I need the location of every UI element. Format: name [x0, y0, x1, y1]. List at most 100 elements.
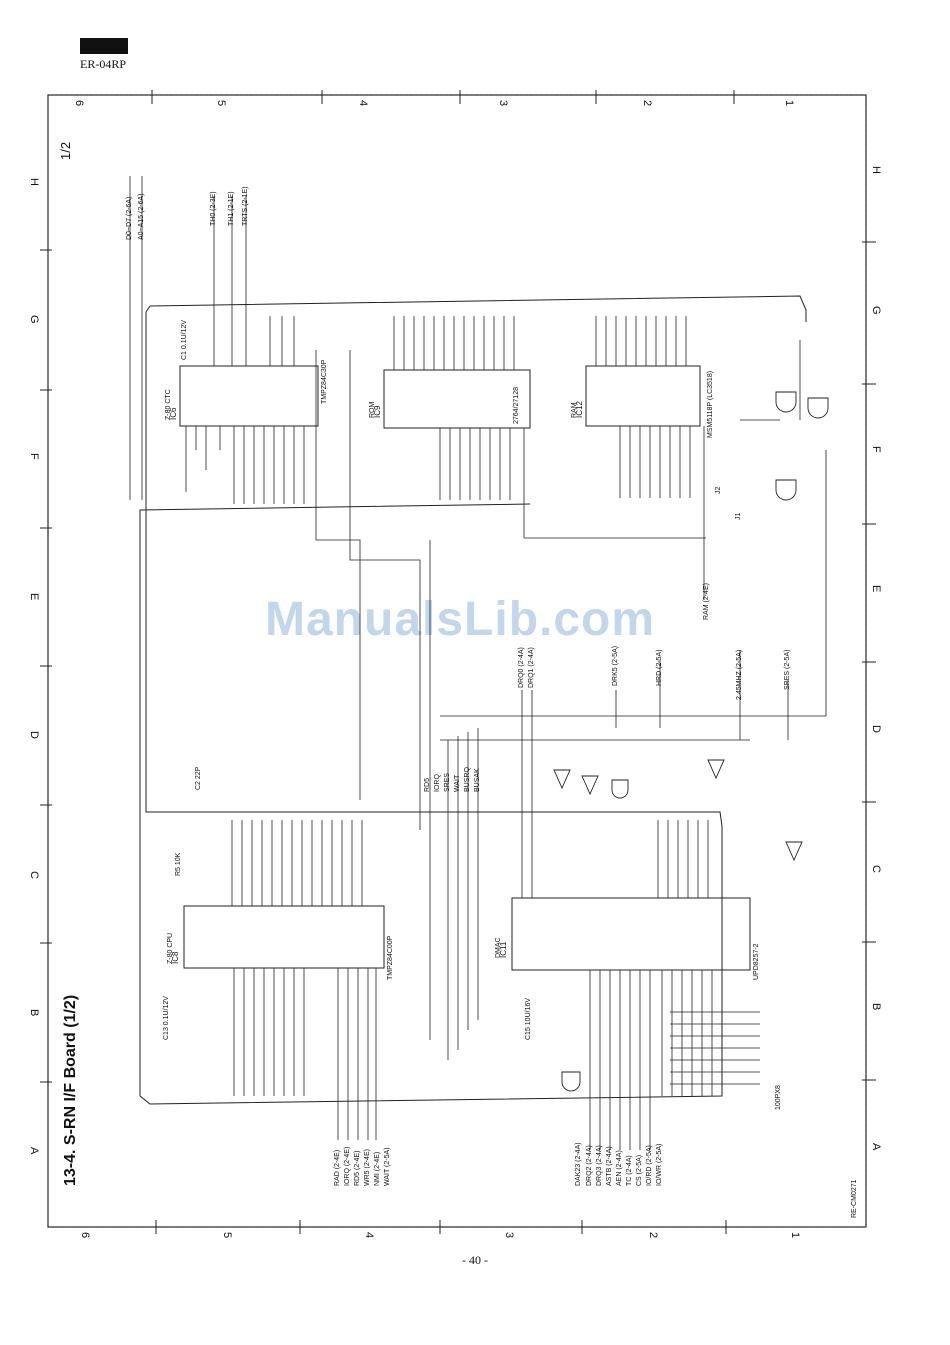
- ic12-name: RAM: [571, 402, 578, 418]
- ic9-part: 2764/27128: [513, 387, 520, 424]
- ic9-name: ROM: [369, 402, 376, 419]
- signals-top-left: D0~D7 (2-6A) A0~A15 (2-6A): [126, 194, 145, 241]
- ic12-ram: IC12 RAM MSM5118P (LC3518): [571, 316, 714, 600]
- grid-column-labels-bottom: 6 5 4 3 2 1: [79, 1232, 801, 1238]
- col-top-6: 6: [73, 100, 85, 106]
- row-left-F: F: [28, 453, 40, 460]
- ic7-inverter-d: [785, 841, 803, 862]
- row-left-G: G: [28, 315, 40, 324]
- col-bot-3: 3: [503, 1232, 515, 1238]
- sheet-number: 1/2: [58, 142, 73, 160]
- sig-sres-cpu: SRES: [444, 773, 451, 792]
- capacitor-array-label: 100PX8: [775, 1085, 782, 1110]
- j2-label: J2: [715, 487, 722, 495]
- signals-cpu-bus: RD5 IORQ SRES WAIT BUSRQ BUSAK: [424, 767, 481, 792]
- row-left-E: E: [28, 593, 40, 600]
- sig-nmi: NMI (2-4E): [374, 1152, 381, 1186]
- row-right-F: F: [870, 446, 882, 453]
- c1-label: C1 0.1U/12V: [181, 320, 188, 360]
- frame-inner: [47, 94, 867, 1228]
- ic11-name: DMAC: [495, 937, 502, 958]
- interconnect-wires: [129, 176, 827, 1060]
- sig-iord: IO/RD (2-5A): [646, 1145, 653, 1186]
- row-left-H: H: [28, 178, 40, 186]
- sig-rad: RAD (2-4E): [334, 1150, 341, 1186]
- ic7-inverter-c: [707, 759, 725, 780]
- signals-mid: DRQ0 (2-4A) DRQ1 (2-4A) DRK5 (2-5A) HRD …: [518, 583, 791, 700]
- col-bot-6: 6: [79, 1232, 91, 1238]
- sig-wr5: WR5 (2-4E): [364, 1149, 371, 1186]
- ic8-name: Z-80 CPU: [167, 933, 174, 964]
- row-right-H: H: [870, 166, 882, 174]
- ic11-ref: IC11: [499, 941, 508, 958]
- watermark: ManualsLib.com: [265, 593, 656, 646]
- ic12-ref: IC12: [575, 401, 584, 418]
- sig-hrd: HRD (2-5A): [656, 649, 663, 686]
- col-top-4: 4: [357, 100, 369, 106]
- sig-th0: TH0 (2-3E): [210, 191, 217, 226]
- row-right-E: E: [870, 585, 882, 592]
- sig-busak: BUSAK: [474, 768, 481, 792]
- sig-245mhz: 2.45MHZ (2-5A): [736, 650, 743, 700]
- grid-column-labels-top: 6 5 4 3 2 1: [73, 100, 795, 106]
- ic10-nand-b: [775, 479, 797, 501]
- sig-iowr: IO/WR (2-5A): [656, 1144, 663, 1186]
- ic9-ref: IC9: [373, 405, 382, 418]
- sig-busrq: BUSRQ: [464, 767, 471, 792]
- row-left-D: D: [28, 731, 40, 739]
- data-bus-outline: [139, 295, 807, 1105]
- model-number: ER-04RP: [80, 57, 127, 71]
- sig-drq3: DRQ3 (2-4A): [596, 1145, 603, 1186]
- grid-row-labels-left: H G F E D C B A: [28, 178, 40, 1155]
- row-left-B: B: [28, 1009, 40, 1016]
- r5-label: R5 10K: [175, 852, 182, 876]
- ic6-ref: IC6: [169, 407, 178, 420]
- diagram-title: 13-4. S-RN I/F Board (1/2): [62, 995, 79, 1186]
- col-bot-1: 1: [789, 1232, 801, 1238]
- col-top-2: 2: [641, 100, 653, 106]
- ic6-part: TMPZ84C30P: [321, 359, 328, 404]
- signals-bottom-right: DAK23 (2-4A) DRQ2 (2-4A) DRQ3 (2-4A) AST…: [575, 1142, 663, 1186]
- page-number: - 40 -: [462, 1253, 488, 1267]
- row-left-A: A: [28, 1147, 40, 1155]
- sig-rd5-b: RD5 (2-4E): [354, 1151, 361, 1186]
- signals-top-ctc: TH0 (2-3E) TH1 (2-1E) TRTS (2-1E): [210, 186, 249, 226]
- capacitor-array: [670, 1011, 760, 1085]
- ic10-nand-a: [611, 779, 629, 799]
- row-right-B: B: [870, 1003, 882, 1010]
- ic6-name: Z-80 CTC: [165, 389, 172, 420]
- grid-ticks: [40, 90, 876, 1234]
- ic11-dmac: IC11 DMAC UPD8257-2: [495, 690, 760, 1150]
- sig-tc: TC (2-4A): [626, 1155, 633, 1186]
- logic-gates: [553, 391, 829, 1092]
- signals-bottom-left: RAD (2-4E) IORQ (2-4E) RD5 (2-4E) WR5 (2…: [334, 1147, 391, 1186]
- col-bot-5: 5: [221, 1232, 233, 1238]
- ic8-part: TMPZ84C00P: [387, 935, 394, 980]
- sig-sres: SRES (2-5A): [784, 650, 791, 690]
- sig-trts: TRTS (2-1E): [242, 186, 249, 226]
- ic12-part: MSM5118P (LC3518): [707, 371, 714, 438]
- sig-d0d7: D0~D7 (2-6A): [126, 197, 133, 240]
- ic9-rom: IC9 ROM 2764/27128: [369, 316, 531, 538]
- ic13-nand: [775, 391, 797, 413]
- ic6-ctc: IC6 Z-80 CTC TMPZ84C30P: [165, 196, 328, 504]
- grid-row-labels-right: H G F E D C B A: [870, 166, 882, 1151]
- ic7-inverter-a: [553, 769, 571, 790]
- col-top-1: 1: [783, 100, 795, 106]
- col-top-3: 3: [497, 100, 509, 106]
- row-right-D: D: [870, 725, 882, 733]
- sig-dak23: DAK23 (2-4A): [575, 1142, 582, 1186]
- row-right-A: A: [870, 1143, 882, 1151]
- sig-th1: TH1 (2-1E): [228, 191, 235, 226]
- sig-drk5: DRK5 (2-5A): [612, 646, 619, 686]
- c2-label: C2 22P: [195, 766, 202, 790]
- ic10-nand-c: [561, 1071, 581, 1092]
- drawing-code: RE-CM0271: [851, 1179, 858, 1218]
- col-bot-2: 2: [647, 1232, 659, 1238]
- frame-border: [47, 94, 867, 1228]
- sig-drq2: DRQ2 (2-4A): [586, 1145, 593, 1186]
- sig-cs: CS (2-5A): [636, 1155, 643, 1186]
- sig-rd5: RD5: [424, 778, 431, 792]
- sig-wait-b: WAIT (2-5A): [384, 1147, 391, 1186]
